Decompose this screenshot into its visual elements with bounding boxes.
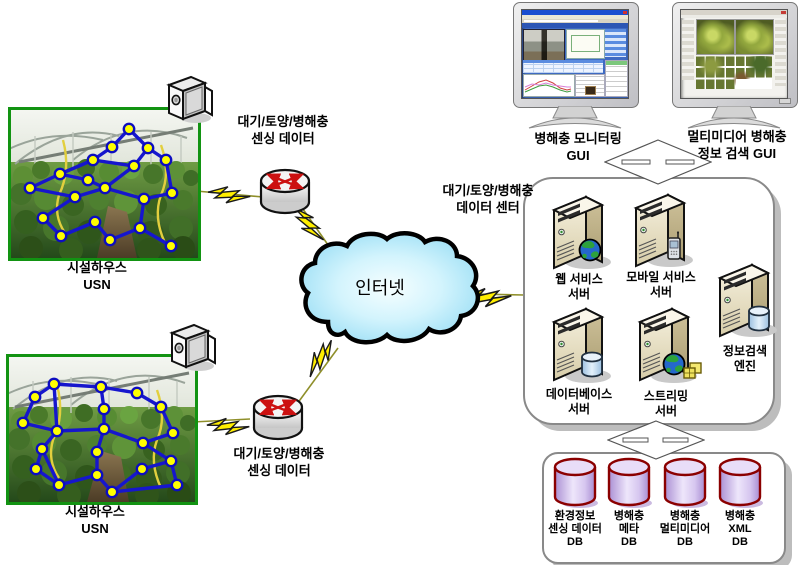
globe-icon — [662, 352, 686, 376]
browser-address-bar — [522, 19, 628, 23]
usn-sensor-network-overlay-2 — [9, 357, 195, 502]
sensor-value-column — [605, 29, 626, 57]
router-icon-2 — [252, 394, 304, 441]
web-service-server-icon — [551, 195, 611, 270]
info-panel — [575, 74, 605, 97]
camera-icon-2 — [169, 323, 216, 371]
search-gui-monitor — [672, 2, 798, 130]
greenhouse-schematic — [566, 29, 605, 59]
database-server-label: 데이터베이스 서버 — [545, 387, 613, 416]
query-leaf-image — [696, 19, 735, 55]
db-label-pest-xml: 병해충 XML DB — [724, 510, 756, 549]
router-icon-1 — [259, 168, 311, 215]
status-panel — [605, 60, 628, 97]
search-gui-label: 멀티미디어 병해충 정보 검색 GUI — [687, 129, 787, 161]
usn-site-label-1: 시설하우스 USN — [67, 260, 127, 292]
db-cylinder-pest-xml — [718, 457, 763, 508]
mobile-service-server-label: 모바일 서비스 서버 — [626, 270, 696, 299]
db-cylinder-pest-meta — [607, 457, 652, 508]
window-title-bar — [681, 10, 787, 15]
db-label-env-sensing: 환경정보 센싱 데이터 DB — [548, 510, 602, 549]
internet-label: 인터넷 — [355, 278, 405, 298]
db-label-pest-multimedia: 병해충 멀티미디어 DB — [659, 510, 711, 549]
streaming-server-label: 스트리밍 서버 — [643, 389, 689, 418]
sample-thumbnail — [585, 86, 596, 95]
greenhouse-photo-1 — [8, 107, 201, 261]
monitor-stand — [528, 106, 622, 129]
mobile-service-server-icon — [633, 193, 693, 268]
double-arrow-datacenter-databases — [607, 420, 705, 460]
info-search-engine-label: 정보검색 엔진 — [722, 344, 768, 373]
sensor-data-table — [523, 60, 603, 73]
media-boxes-icon — [683, 362, 702, 379]
web-service-server-label: 웹 서비스 서버 — [555, 272, 603, 301]
browser-title-bar — [522, 10, 628, 15]
globe-icon — [578, 238, 602, 262]
double-arrow-guis-datacenter — [604, 139, 712, 185]
app-header-band — [522, 23, 628, 28]
search-gui-screen — [680, 9, 788, 99]
greenhouse-photo-2 — [6, 354, 198, 505]
database-cylinder-icon — [748, 305, 770, 332]
camera-icon-1 — [166, 75, 213, 123]
monitoring-gui-monitor — [513, 2, 639, 130]
trend-chart — [523, 74, 575, 97]
usn-site-label-2: 시설하우스 USN — [65, 504, 125, 536]
close-icon — [623, 11, 627, 14]
result-leaf-image — [735, 19, 774, 55]
sensing-data-label-1: 대기/토양/병해충 센싱 데이터 — [237, 114, 329, 146]
streaming-server-icon — [637, 307, 702, 383]
monitoring-gui-label: 병해충 모니터링 GUI — [534, 131, 622, 163]
close-icon — [781, 11, 786, 14]
left-button-panel — [682, 20, 694, 80]
sensor-nodes — [16, 377, 184, 499]
info-search-engine-icon — [717, 263, 777, 338]
internet-cloud — [299, 231, 481, 345]
sensing-data-label-2: 대기/토양/병해충 센싱 데이터 — [233, 446, 325, 478]
database-cylinder-icon — [581, 351, 603, 378]
mobile-phone-icon — [667, 231, 681, 260]
browser-menu-bar — [522, 15, 628, 19]
db-label-pest-meta: 병해충 메타 DB — [613, 510, 645, 549]
webcam-view — [523, 29, 565, 61]
db-cylinder-env-sensing — [553, 457, 598, 508]
database-server-icon — [551, 307, 611, 383]
usn-sensor-network-overlay-1 — [11, 110, 198, 258]
thumbnail-grid — [696, 56, 772, 89]
right-button-panel — [775, 20, 786, 86]
sensor-nodes — [23, 122, 179, 253]
monitoring-gui-screen — [521, 9, 629, 99]
db-cylinder-pest-multimedia — [663, 457, 708, 508]
monitor-stand — [687, 106, 781, 129]
window-menu-bar — [681, 15, 787, 18]
data-center-title: 대기/토양/병해충 데이터 센터 — [442, 183, 534, 215]
